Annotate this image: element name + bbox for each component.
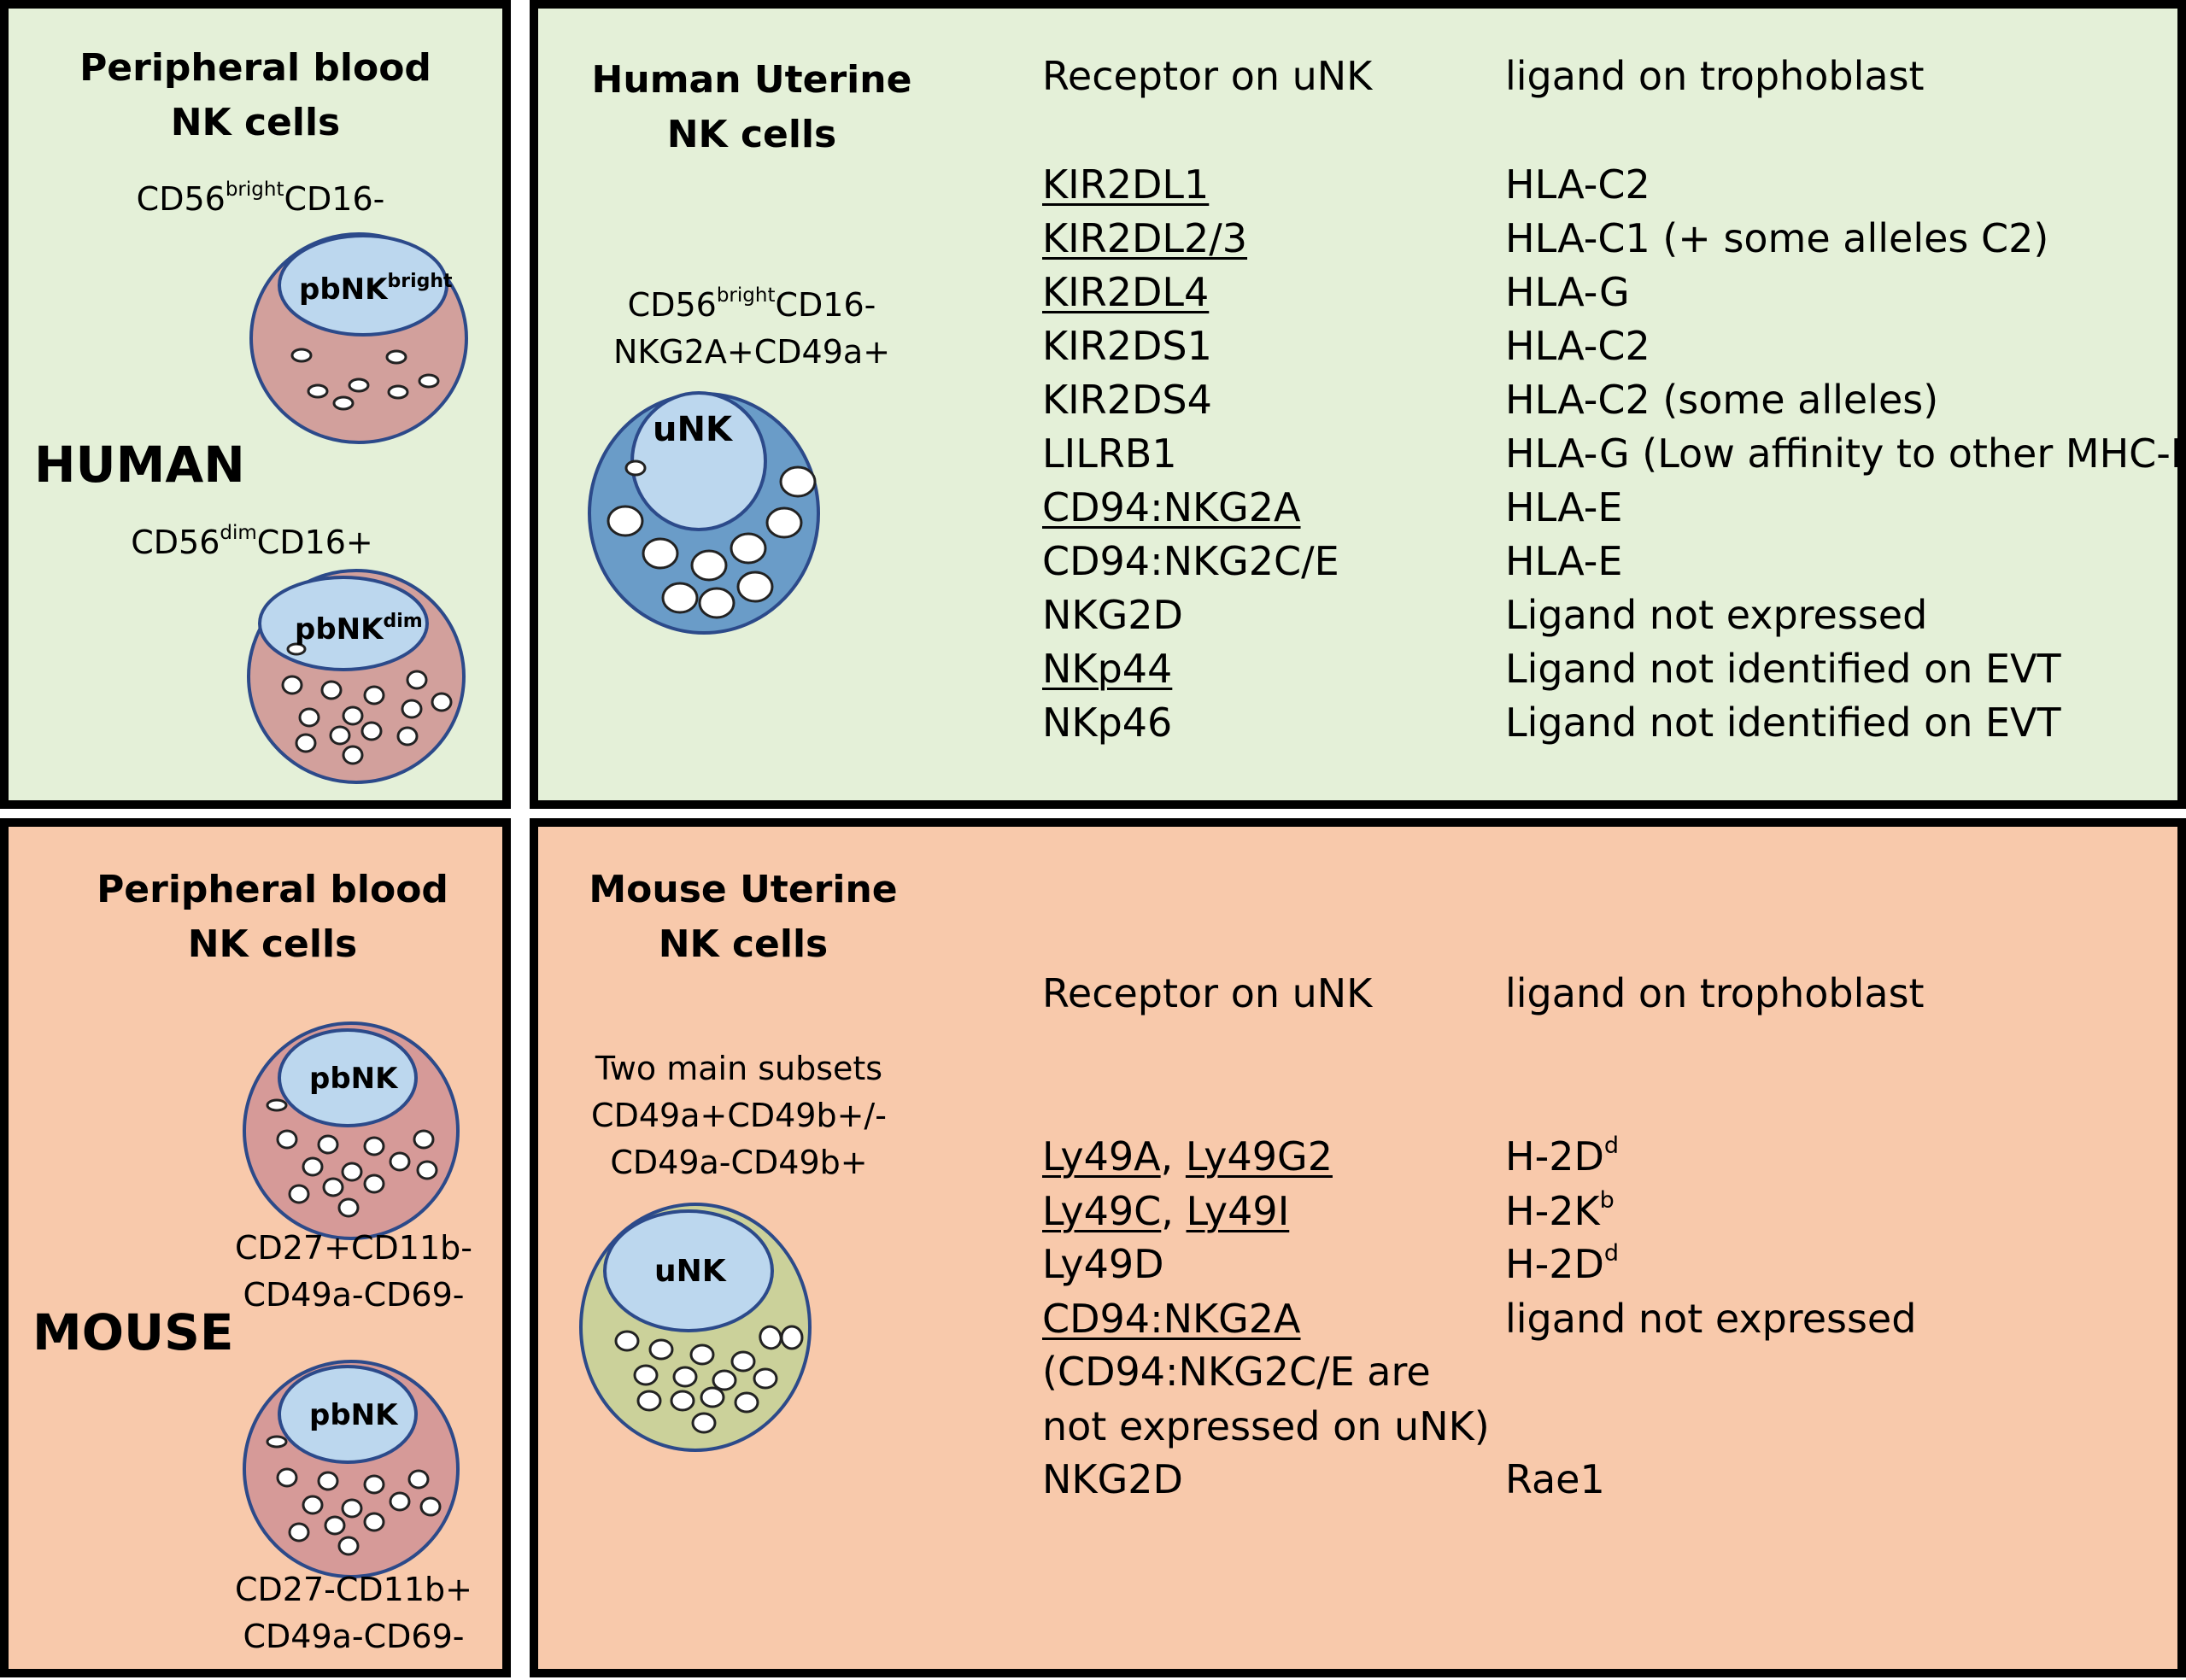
mouse-receptor-ly49c-ly49i: Ly49C, Ly49I [1042,1188,1290,1234]
unk-human-phenotype-label: CD56brightCD16- NKG2A+CD49a+ [612,284,891,372]
human-peripheral-blood-panel: Peripheral blood NK cells CD56brightCD16… [0,0,511,809]
pbnk-dim-cell-label: pbNKdim [295,611,423,647]
human-receptor-header: Receptor on uNK [1042,53,1373,99]
human-receptor-cell: NKp44 [1042,646,1173,692]
mouse-species-label: MOUSE [32,1303,234,1361]
human-receptor-cell: CD94:NKG2A [1042,484,1301,530]
mouse-unk-subsets-label: Two main subsets CD49a+CD49b+/- CD49a-CD… [591,1050,887,1181]
human-pb-title: Peripheral blood NK cells [79,46,431,144]
human-uterine-panel: Human Uterine NK cells CD56brightCD16- N… [530,0,2186,809]
pbnk-dim-phenotype-label: CD56dimCD16+ [131,522,373,562]
mouse-pbnk-2-phenotype-label: CD27-CD11b+ CD49a-CD69- [235,1571,472,1655]
human-uterine-title: Human Uterine NK cells [591,58,912,156]
mouse-uterine-title: Mouse Uterine NK cells [589,868,898,966]
granules [266,1435,442,1556]
human-receptor-cell: NKG2D [1042,592,1183,638]
mouse-note-line-2: not expressed on uNK) [1042,1403,1490,1449]
human-receptor-cell: KIR2DL2/3 [1042,215,1248,261]
unk-human-cell: uNK [588,391,820,635]
human-receptor-cell: CD94:NKG2C/E [1042,538,1339,584]
mouse-ligand-h2dd-2: H-2Dd [1505,1240,1620,1287]
pbnk-bright-cell-label: pbNKbright [299,271,453,307]
human-receptor-cell: KIR2DL4 [1042,269,1210,315]
mouse-pbnk-1-phenotype-label: CD27+CD11b- CD49a-CD69- [235,1229,472,1314]
granules [266,1098,438,1218]
human-receptor-cell: KIR2DS4 [1042,377,1212,423]
human-ligand-cell: HLA-C2 (some alleles) [1505,377,1939,423]
mouse-ligand-header: ligand on trophoblast [1505,970,1925,1016]
mouse-pb-title: Peripheral blood NK cells [97,868,448,966]
human-receptor-cell: KIR2DL1 [1042,161,1210,208]
mouse-receptor-ly49a-ly49g2: Ly49A, Ly49G2 [1042,1133,1333,1180]
granules [290,348,440,411]
granules [281,642,453,765]
human-receptor-cell: KIR2DS1 [1042,323,1212,369]
human-ligand-cell: Ligand not expressed [1505,592,1928,638]
mouse-note-line-1: (CD94:NKG2C/E are [1042,1349,1431,1395]
mouse-uterine-panel: Mouse Uterine NK cells Two main subsets … [530,818,2186,1677]
mouse-receptor-header: Receptor on uNK [1042,970,1373,1016]
human-ligand-cell: HLA-E [1505,484,1623,530]
mouse-receptor-ly49d: Ly49D [1042,1241,1164,1287]
unk-human-cell-label: uNK [653,410,734,449]
human-ligand-cell: Ligand not identified on EVT [1505,700,2061,746]
mouse-receptor-cd94-nkg2a: CD94:NKG2A [1042,1296,1301,1342]
mouse-ligand-h2kb: H-2Kb [1505,1187,1615,1234]
mouse-ligand-not-expressed: ligand not expressed [1505,1296,1917,1342]
pbnk-bright-phenotype-label: CD56brightCD16- [136,179,385,219]
mouse-pbnk-cell-2: pbNK [243,1360,460,1578]
mouse-pbnk-cell-2-label: pbNK [309,1398,399,1432]
mouse-receptor-nkg2d: NKG2D [1042,1456,1183,1502]
mouse-pbnk-cell-1-label: pbNK [309,1062,399,1096]
mouse-ligand-h2dd: H-2Dd [1505,1133,1620,1180]
human-ligand-cell: HLA-C1 (+ some alleles C2) [1505,215,2049,261]
human-receptor-cell: NKp46 [1042,700,1173,746]
human-ligand-cell: HLA-C2 [1505,323,1650,369]
human-ligand-cell: HLA-G (Low affinity to other MHC-I) [1505,430,2186,477]
human-species-label: HUMAN [34,436,245,494]
human-ligand-cell: Ligand not identified on EVT [1505,646,2061,692]
mouse-ligand-rae1: Rae1 [1505,1456,1605,1502]
mouse-peripheral-blood-panel: Peripheral blood NK cells pbNK CD27+CD11… [0,818,511,1677]
human-ligand-cell: HLA-G [1505,269,1630,315]
granules [614,1325,804,1434]
mouse-unk-cell-label: uNK [654,1254,727,1289]
human-receptor-cell: LILRB1 [1042,430,1177,477]
human-ligand-header: ligand on trophoblast [1505,53,1925,99]
human-ligand-cell: HLA-E [1505,538,1623,584]
mouse-unk-cell: uNK [579,1203,812,1452]
pbnk-dim-cell: pbNKdim [247,569,466,784]
granules [607,460,817,619]
human-ligand-cell: HLA-C2 [1505,161,1650,208]
mouse-pbnk-cell-1: pbNK [243,1021,460,1240]
pbnk-bright-cell: pbNKbright [249,232,468,444]
